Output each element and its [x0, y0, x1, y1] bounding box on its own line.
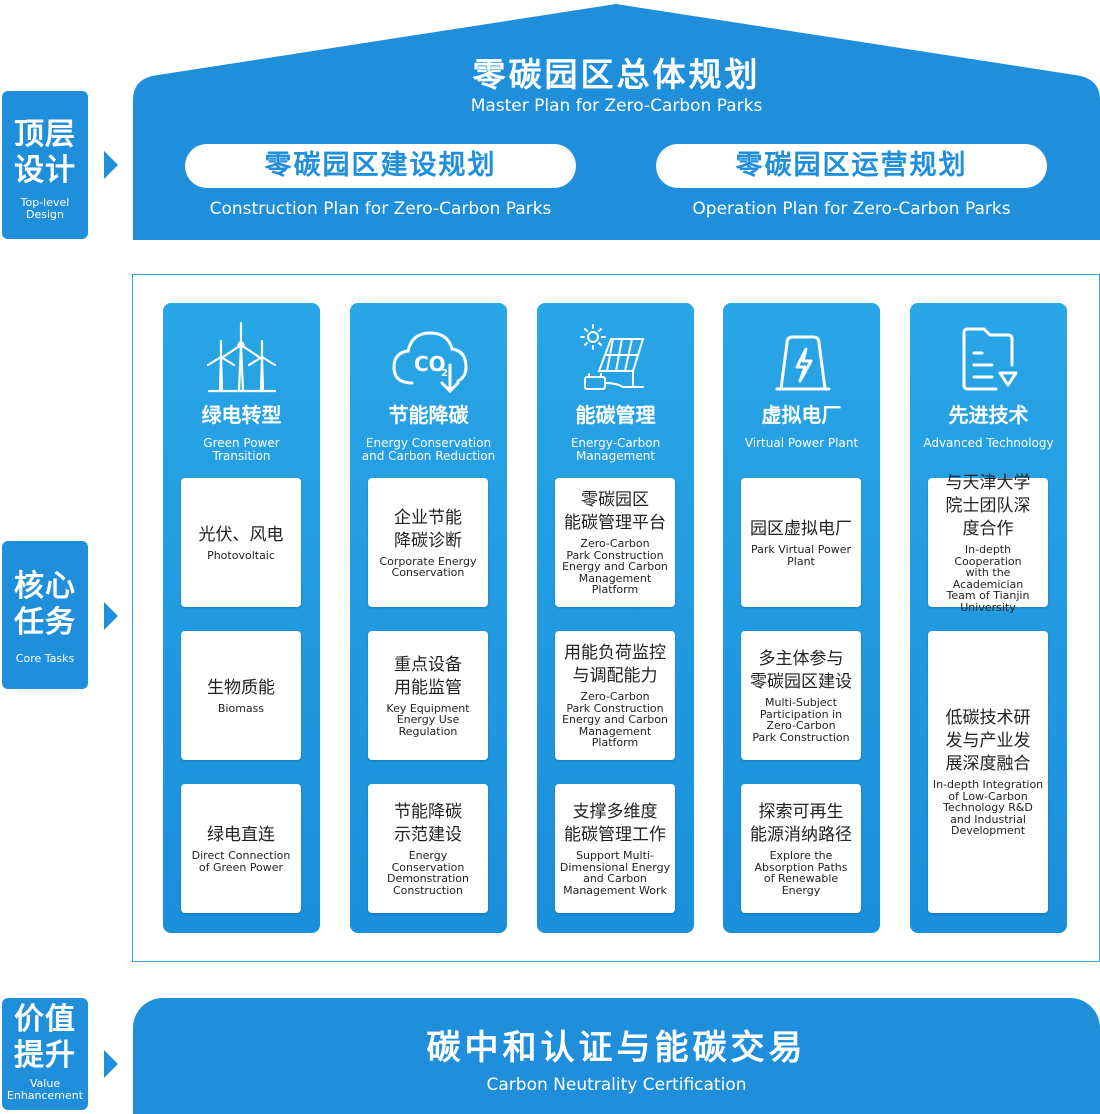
column-advanced-technology: 先进技术 Advanced Technology 与天津大学院士团队深度合作 I… [910, 303, 1067, 933]
column-subtitle: Virtual Power Plant [744, 436, 859, 450]
column-title: 绿电转型 [201, 403, 282, 427]
document-folder-icon [962, 327, 1018, 391]
operation-plan-label: Operation Plan for Zero-Carbon Parks [692, 199, 1011, 219]
arrow-right-icon [104, 1050, 118, 1078]
side-label-cn-1: 顶层 [14, 117, 76, 152]
value-subtitle: Carbon Neutrality Certification [486, 1075, 747, 1095]
solar-panel-icon [580, 324, 645, 390]
side-label-en-1: Value [29, 1077, 61, 1090]
operation-plan-pill: 零碳园区运营规划 [656, 144, 1047, 188]
master-plan-title: 零碳园区总体规划 [472, 55, 761, 94]
arrow-right-icon [104, 602, 118, 630]
side-label-top-level-design: 顶层 设计 Top-level Design [2, 91, 88, 239]
wind-turbine-icon [206, 321, 277, 393]
side-label-core-tasks: 核心 任务 Core Tasks [2, 541, 88, 689]
side-label-cn-2: 设计 [14, 153, 76, 188]
column-title: 节能降碳 [388, 403, 469, 427]
construction-plan-label: Construction Plan for Zero-Carbon Parks [209, 199, 552, 219]
side-label-value-enhancement: 价值 提升 Value Enhancement [2, 998, 88, 1110]
column-title: 能碳管理 [575, 403, 656, 427]
column-title: 虚拟电厂 [761, 403, 842, 427]
task-card: 支撑多维度能碳管理工作 Support Multi-Dimensional En… [555, 784, 675, 913]
side-label-en-2: Design [26, 208, 64, 221]
column-virtual-power-plant: 虚拟电厂 Virtual Power Plant 园区虚拟电厂 Park Vir… [723, 303, 880, 933]
side-label-en-1: Top-level [20, 196, 70, 209]
construction-plan-pill: 零碳园区建设规划 [185, 144, 576, 188]
svg-text:2: 2 [441, 368, 448, 379]
co2-cloud-icon: CO 2 [392, 331, 468, 394]
side-label-cn-1: 价值 [14, 1002, 76, 1037]
power-plant-icon [775, 335, 831, 391]
side-label-en-2: Enhancement [6, 1089, 84, 1102]
side-label-cn-1: 核心 [14, 569, 76, 604]
svg-text:CO: CO [414, 352, 446, 376]
task-card: 光伏、风电 Photovoltaic [181, 478, 301, 607]
side-label-en-1: Core Tasks [15, 652, 75, 665]
side-label-cn-2: 提升 [14, 1038, 76, 1073]
task-card: 生物质能 Biomass [181, 631, 301, 760]
value-enhancement-bar: 碳中和认证与能碳交易 Carbon Neutrality Certificati… [133, 998, 1100, 1114]
master-plan-subtitle: Master Plan for Zero-Carbon Parks [470, 96, 763, 116]
value-title: 碳中和认证与能碳交易 [426, 1028, 807, 1068]
arrow-right-icon [104, 151, 118, 179]
column-title: 先进技术 [948, 403, 1029, 427]
column-subtitle: Advanced Technology [923, 436, 1054, 450]
side-label-cn-2: 任务 [14, 605, 76, 640]
